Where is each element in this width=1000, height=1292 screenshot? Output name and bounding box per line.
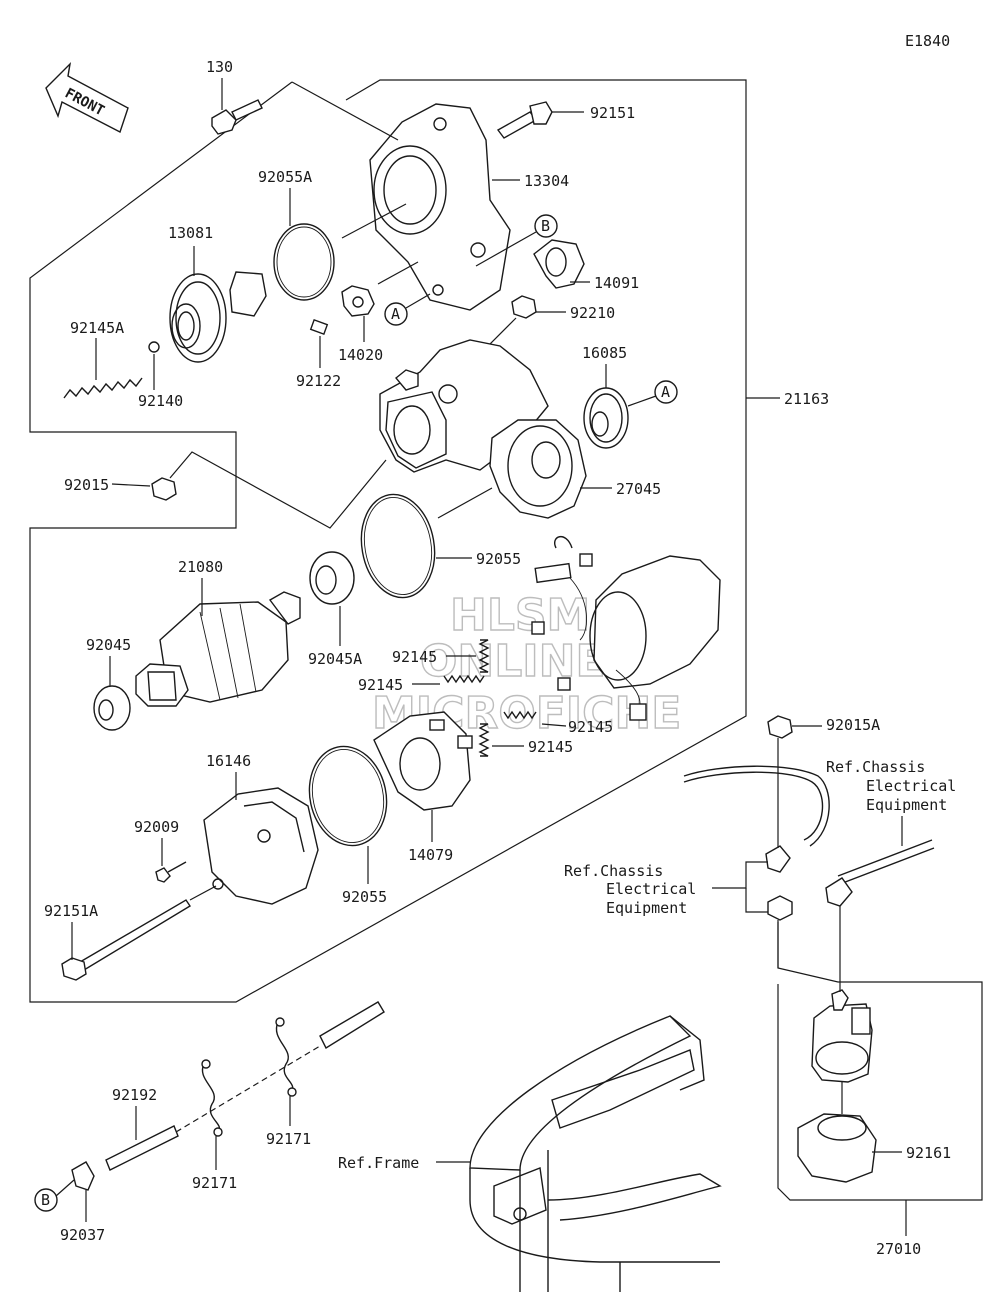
part-label-92055-top: 92055 xyxy=(476,550,521,568)
screw-92009-icon xyxy=(155,861,187,883)
ref-chassis-top-line2: Electrical xyxy=(866,777,956,795)
end-cover-16146-icon xyxy=(203,787,319,905)
part-label-13081: 13081 xyxy=(168,224,213,242)
clip-92037-icon xyxy=(71,1161,95,1191)
callout-b-label: B xyxy=(541,217,550,235)
relay-cover-92161-icon xyxy=(797,1113,877,1183)
part-label-92037: 92037 xyxy=(60,1226,105,1244)
clutch-gear-13081-icon xyxy=(169,271,267,363)
oring-92055-bottom-icon xyxy=(308,745,388,847)
part-label-92161: 92161 xyxy=(906,1144,951,1162)
part-label-92045: 92045 xyxy=(86,636,131,654)
callout-a-label: A xyxy=(391,305,400,323)
part-label-130: 130 xyxy=(206,58,233,76)
part-label-92009: 92009 xyxy=(134,818,179,836)
part-label-14091: 14091 xyxy=(594,274,639,292)
starter-relay-27010-icon xyxy=(811,989,873,1083)
part-label-92145-1: 92145 xyxy=(392,648,437,666)
part-label-16146: 16146 xyxy=(206,752,251,770)
ref-chassis-mid-line1: Ref.Chassis xyxy=(564,862,663,880)
bracket-13304-icon xyxy=(369,103,511,311)
gear-16085-icon xyxy=(583,387,629,449)
nut-92015A-icon xyxy=(767,715,793,739)
spring-92145A-icon xyxy=(63,377,143,399)
callout-a-marker-2 xyxy=(654,380,678,404)
bolt-130-icon xyxy=(211,99,263,135)
part-label-92015A: 92015A xyxy=(826,716,880,734)
oring-92055-top-icon xyxy=(360,493,436,599)
bolt-92151-icon xyxy=(496,101,553,139)
clamp-92171-right-icon xyxy=(275,1017,297,1097)
gear-housing-27045-icon xyxy=(489,419,587,519)
brush-plate-14079-icon xyxy=(373,711,473,811)
clamp-92171-left-icon xyxy=(201,1059,223,1137)
part-label-92171-right: 92171 xyxy=(266,1130,311,1148)
part-label-14020: 14020 xyxy=(338,346,383,364)
callout-b-label-2: B xyxy=(41,1191,50,1209)
pin-92122-icon xyxy=(309,319,329,335)
part-label-92145A: 92145A xyxy=(70,319,124,337)
assembly-outline-21163 xyxy=(29,79,747,1003)
armature-21080-icon xyxy=(135,591,301,707)
oring-92055A-icon xyxy=(273,223,335,301)
svg-text:ONLINE: ONLINE xyxy=(420,636,606,687)
ref-chassis-top-line1: Ref.Chassis xyxy=(826,758,925,776)
field-yoke-icon xyxy=(531,536,721,721)
ref-frame-label: Ref.Frame xyxy=(338,1154,419,1172)
relay-assembly-outline xyxy=(777,922,983,1201)
callout-a-label-2: A xyxy=(661,383,670,401)
brush-spring-2-icon xyxy=(443,674,485,684)
part-label-92122: 92122 xyxy=(296,372,341,390)
nut-92210-icon xyxy=(511,295,537,319)
part-label-92151: 92151 xyxy=(590,104,635,122)
nut-92015-icon xyxy=(151,477,177,501)
part-label-92055A: 92055A xyxy=(258,168,312,186)
part-label-92145-4: 92145 xyxy=(528,738,573,756)
callout-b-marker xyxy=(534,214,558,238)
through-bolt-92151A-icon xyxy=(61,899,191,981)
ref-chassis-mid-line3: Equipment xyxy=(606,899,687,917)
brush-spring-1-icon xyxy=(478,639,490,673)
callout-b-marker-2 xyxy=(34,1188,58,1212)
ref-chassis-top-line3: Equipment xyxy=(866,796,947,814)
part-label-92145-3: 92145 xyxy=(568,718,613,736)
part-label-92151A: 92151A xyxy=(44,902,98,920)
coupling-14020-icon xyxy=(341,285,375,317)
brush-spring-4-icon xyxy=(478,723,490,757)
bearing-92045A-icon xyxy=(309,551,355,605)
bearing-92045-icon xyxy=(93,685,131,731)
part-label-92015: 92015 xyxy=(64,476,109,494)
part-label-27045: 27045 xyxy=(616,480,661,498)
part-label-14079: 14079 xyxy=(408,846,453,864)
part-label-92045A: 92045A xyxy=(308,650,362,668)
part-label-27010: 27010 xyxy=(876,1240,921,1258)
part-label-21080: 21080 xyxy=(178,558,223,576)
svg-text:HLSM: HLSM xyxy=(450,590,590,641)
part-label-92055-bottom: 92055 xyxy=(342,888,387,906)
part-label-92145-2: 92145 xyxy=(358,676,403,694)
frame-icon xyxy=(469,1015,722,1292)
part-label-92210: 92210 xyxy=(570,304,615,322)
part-label-92140: 92140 xyxy=(138,392,183,410)
part-label-16085: 16085 xyxy=(582,344,627,362)
brush-spring-3-icon xyxy=(503,710,537,720)
part-label-13304: 13304 xyxy=(524,172,569,190)
part-label-21163: 21163 xyxy=(784,390,829,408)
diagram-code: E1840 xyxy=(905,32,950,50)
hose-92192-icon xyxy=(105,1001,385,1171)
front-arrow-icon: FRONT xyxy=(45,61,129,133)
part-label-92192: 92192 xyxy=(112,1086,157,1104)
ref-chassis-mid-line2: Electrical xyxy=(606,880,696,898)
ball-92140-icon xyxy=(148,341,160,353)
part-label-92171-left: 92171 xyxy=(192,1174,237,1192)
callout-a-marker xyxy=(384,302,408,326)
cap-14091-icon xyxy=(533,239,585,289)
